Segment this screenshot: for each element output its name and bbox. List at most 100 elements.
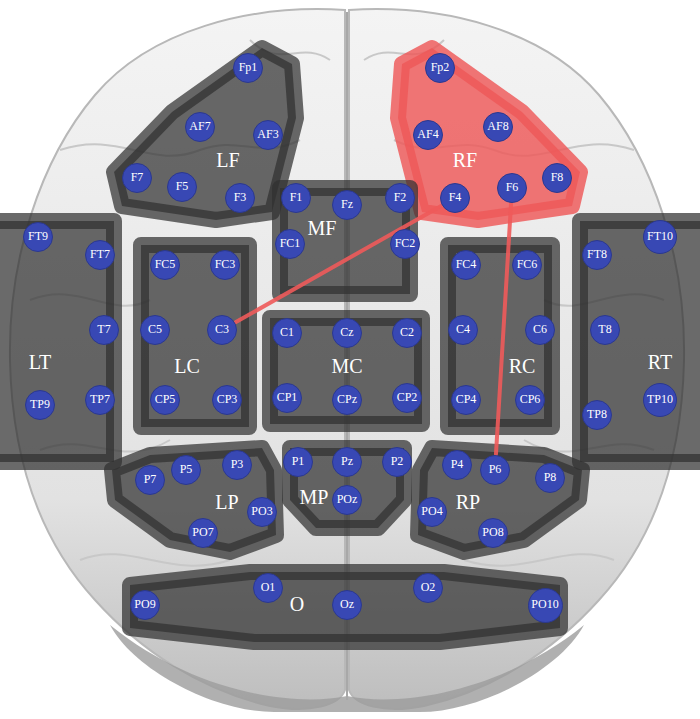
electrode-circle: C1 [272, 318, 302, 348]
region-name: RT [648, 351, 672, 373]
electrode-circle: C6 [525, 315, 555, 345]
electrode-circle: AF4 [413, 120, 443, 150]
electrode-circle: Oz [332, 590, 362, 620]
electrode-label: TP10 [647, 393, 673, 406]
connectivity-line [236, 206, 441, 322]
electrode-circle: PO4 [417, 497, 447, 527]
electrode-label: P2 [391, 455, 404, 468]
electrode-circle: C4 [448, 315, 478, 345]
electrode-label: Fp1 [239, 61, 258, 74]
electrode-circle: AF3 [253, 120, 283, 150]
electrode-label: F1 [290, 191, 303, 204]
electrode-label: FT9 [28, 230, 48, 243]
electrode-circle: Pz [332, 447, 362, 477]
brain-region: MCC1CzC2CP1CPzCP2 [262, 310, 430, 432]
left-hemisphere [10, 9, 345, 709]
electrode-label: F2 [394, 191, 407, 204]
electrode-circle: Fp2 [425, 53, 455, 83]
region-name: MC [331, 355, 362, 377]
electrode-label: PO4 [421, 505, 442, 518]
electrode-circle: FC6 [512, 250, 542, 280]
region-label: LT [29, 351, 52, 373]
electrode-circle: F3 [225, 183, 255, 213]
electrode-label: Fp2 [431, 61, 450, 74]
electrode-label: CP4 [456, 393, 477, 406]
electrode-label: PO10 [531, 598, 558, 611]
region-name: LP [215, 491, 238, 513]
electrode-label: AF4 [417, 128, 438, 141]
electrode-label: Cz [340, 326, 353, 339]
electrode-label: TP9 [30, 398, 50, 411]
region-name: RF [453, 149, 477, 171]
electrode-label: POz [337, 493, 358, 506]
electrode-circle: P8 [535, 463, 565, 493]
electrode-circle: CP3 [212, 385, 242, 415]
electrode-label: P3 [231, 458, 244, 471]
electrode-label: C5 [148, 323, 162, 336]
electrode-label: C2 [400, 326, 414, 339]
brain-region: RTFT8FT10T8TP8TP10 [572, 213, 700, 470]
electrode-label: PO8 [482, 526, 503, 539]
electrode-circle: F5 [167, 172, 197, 202]
electrode-circle: Fp1 [233, 53, 263, 83]
electrode-circle: T7 [89, 315, 119, 345]
region-label: MC [331, 355, 362, 377]
electrode-label: C6 [533, 323, 547, 336]
electrode-label: PO7 [192, 526, 213, 539]
region-label: MP [300, 486, 329, 508]
electrode-label: AF8 [487, 120, 508, 133]
electrode-label: C1 [280, 326, 294, 339]
electrode-circle: FC4 [451, 250, 481, 280]
electrode-circle: PO8 [478, 518, 508, 548]
brain-region: LP P7 P5 P3PO7 PO3 [104, 440, 284, 560]
electrode-label: T7 [97, 323, 110, 336]
electrode-label: FC1 [280, 237, 301, 250]
region-name: O [290, 593, 304, 615]
brain-region: LTFT9FT7T7TP7TP9 [0, 213, 122, 470]
connectivity-line [496, 204, 511, 454]
electrode-circle: Cz [332, 318, 362, 348]
electrode-label: P6 [489, 463, 502, 476]
electrode-label: O2 [421, 581, 436, 594]
electrode-circle: CP1 [272, 383, 302, 413]
region-label: LP [215, 491, 238, 513]
region-outline [112, 448, 276, 552]
electrode-circle: C5 [140, 315, 170, 345]
electrode-circle: P1 [283, 447, 313, 477]
electrode-label: PO3 [251, 505, 272, 518]
electrode-circle: P5 [171, 455, 201, 485]
region-name: LT [29, 351, 52, 373]
electrode-circle: FT7 [85, 240, 115, 270]
brain-region: LFFp1AF7AF3F7F5F3 [106, 40, 304, 228]
electrode-label: CP1 [277, 391, 298, 404]
electrode-label: Oz [340, 598, 354, 611]
electrode-label: CPz [337, 393, 357, 406]
electrode-circle: FT8 [582, 240, 612, 270]
electrode-label: PO9 [134, 598, 155, 611]
region-name: LF [216, 149, 239, 171]
electrode-label: Pz [341, 455, 353, 468]
electrode-label: O1 [261, 581, 276, 594]
electrode-label: AF7 [189, 120, 210, 133]
electrode-label: F6 [506, 181, 519, 194]
region-outline [114, 48, 296, 220]
brain-region: RCFC4FC6C4C6CP4CP6 [440, 237, 560, 435]
region-label: MF [308, 217, 337, 239]
electrode-circle: P4 [442, 450, 472, 480]
electrode-circle: FT10 [643, 220, 677, 254]
region-outline [580, 221, 700, 462]
region-label: LC [174, 355, 200, 377]
electrode-label: FC4 [456, 258, 477, 271]
electrode-circle: P2 [382, 447, 412, 477]
electrode-label: FC3 [215, 258, 236, 271]
electrode-label: FT7 [90, 248, 110, 261]
region-outline [418, 448, 582, 552]
electrode-circle: P6 [480, 455, 510, 485]
electrode-label: F5 [176, 180, 189, 193]
brain-region: RPP4P6P8PO4PO8 [410, 440, 590, 560]
electrode-label: C3 [215, 323, 229, 336]
electrode-circle: PO3 [247, 497, 277, 527]
electrode-circle: FC1 [275, 229, 305, 259]
region-name: MF [308, 217, 337, 239]
electrode-label: P7 [144, 473, 157, 486]
